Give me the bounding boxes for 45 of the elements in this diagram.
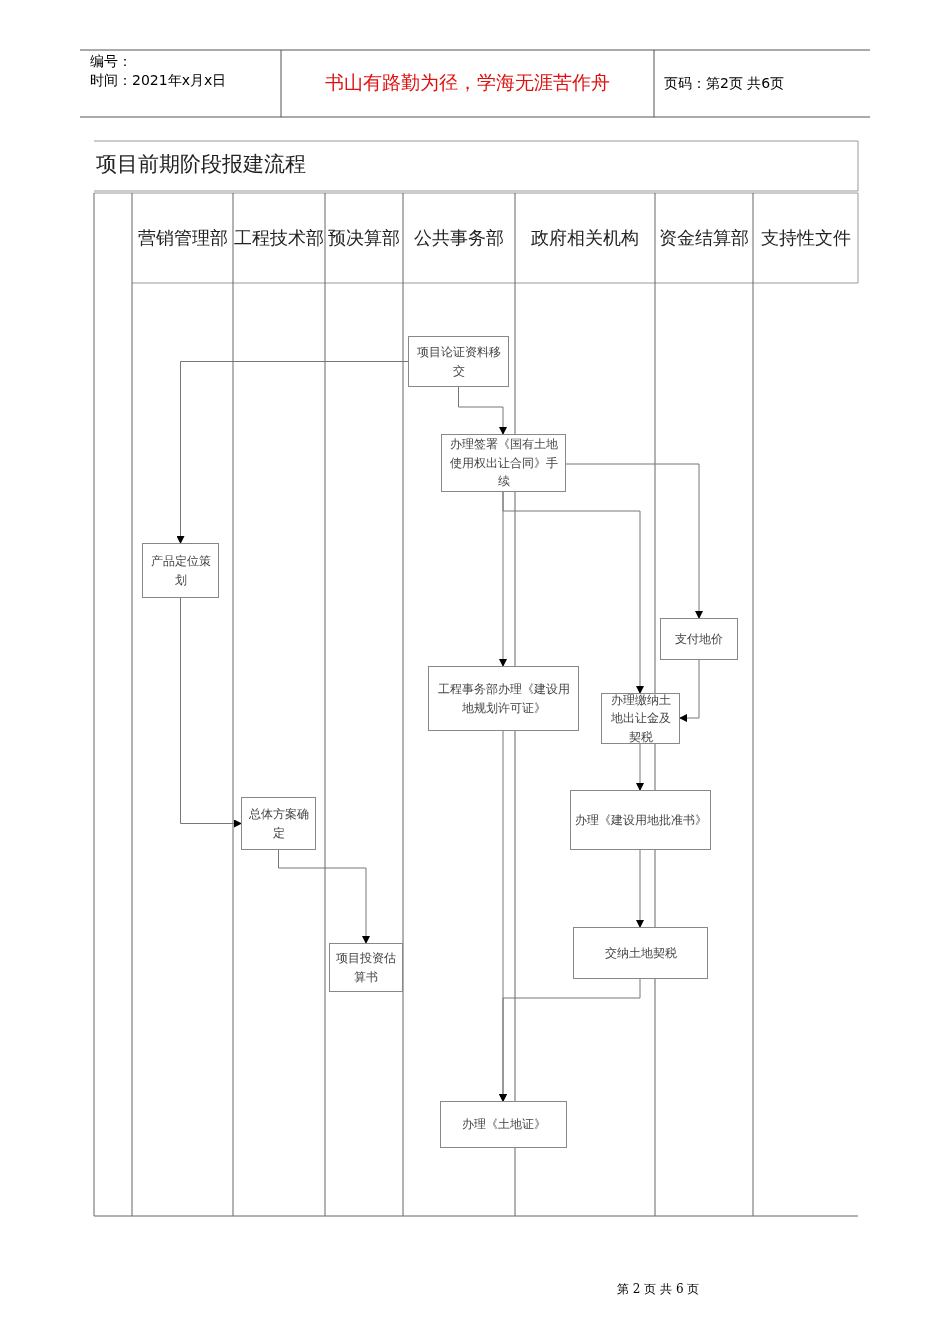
box-text: 项目论证资料移交 — [415, 344, 502, 380]
arrow — [636, 743, 644, 791]
box-text: 产品定位策划 — [149, 553, 212, 589]
box-text: 工程事务部办理《建设用地规划许可证》 — [436, 681, 571, 717]
arrow — [499, 978, 641, 1102]
arrow — [679, 659, 700, 722]
box-text: 支付地价 — [675, 630, 723, 648]
lane-header: 支持性文件 — [759, 225, 852, 250]
box-text: 办理《土地证》 — [461, 1116, 546, 1134]
process-box — [428, 666, 579, 731]
process-box — [329, 943, 403, 992]
box-text: 办理《建设用地批准书》 — [574, 811, 707, 829]
arrow — [176, 361, 409, 544]
lane-header: 资金结算部 — [658, 225, 750, 250]
arrow — [502, 491, 644, 694]
process-box — [142, 543, 219, 598]
lane-header: 营销管理部 — [136, 225, 229, 250]
arrow — [565, 463, 703, 619]
box-text: 总体方案确定 — [247, 806, 310, 842]
arrow — [180, 597, 242, 828]
process-box — [601, 693, 680, 744]
process-box — [440, 1101, 567, 1148]
motto-text: 书山有路勤为径，学海无涯苦作舟 — [324, 70, 611, 95]
process-box — [573, 927, 708, 979]
arrow — [458, 386, 507, 435]
lane-header: 工程技术部 — [233, 225, 325, 250]
lane-header: 公共事务部 — [413, 225, 505, 250]
process-box — [408, 336, 509, 387]
arrow — [636, 849, 644, 928]
title-text: 项目前期阶段报建流程 — [96, 151, 307, 178]
page-number-text: 页码：第2页 共6页 — [664, 75, 786, 93]
lane-header: 政府相关机构 — [530, 225, 640, 250]
date-text: 时间：2021年x月x日 — [90, 72, 228, 90]
process-box — [241, 797, 316, 850]
box-text: 项目投资估算书 — [335, 950, 397, 986]
box-text: 交纳土地契税 — [604, 944, 677, 962]
box-text: 办理缴纳土地出让金及契税 — [609, 691, 672, 746]
arrow — [278, 849, 370, 944]
process-box — [660, 618, 738, 660]
process-box — [441, 434, 566, 492]
page-footer-text: 第 2 页 共 6 页 — [617, 1281, 701, 1298]
process-box — [570, 790, 711, 850]
label-text: 编号： — [90, 53, 133, 71]
box-text: 办理签署《国有土地使用权出让合同》手续 — [448, 436, 559, 491]
lane-header: 预决算部 — [327, 225, 401, 250]
